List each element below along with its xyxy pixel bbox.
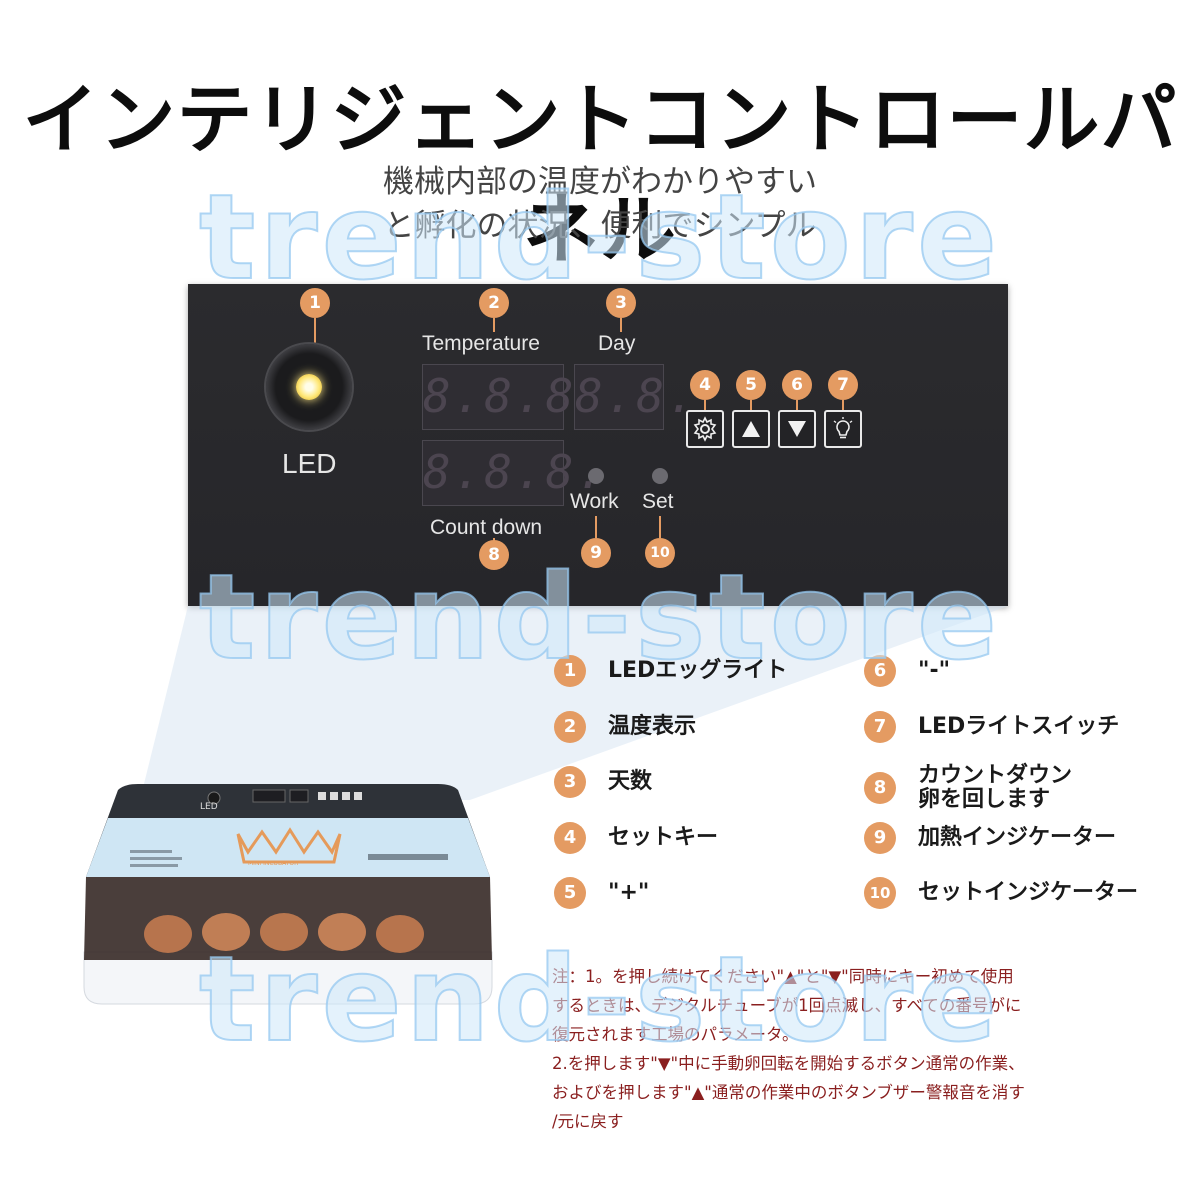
- note-line-1: 注：1。を押し続けてください"▲"と"▼"同時にキー初めて使用: [552, 967, 1014, 986]
- up-arrow-icon: [742, 421, 760, 437]
- legend-text: 温度表示: [608, 714, 697, 739]
- control-panel: 1 LED 2 Temperature 8.8.8. 3 Day 8.8. 8.…: [188, 284, 1008, 606]
- page-title: インテリジェントコントロールパネル: [22, 75, 1178, 274]
- subtitle: 機械内部の温度がわかりやすい と孵化の状況、便利でシンプル: [300, 160, 900, 248]
- plus-button[interactable]: [732, 410, 770, 448]
- badge-4-stem: [704, 400, 706, 410]
- legend-number: 9: [864, 822, 896, 854]
- badge-3-stem: [620, 318, 622, 332]
- badge-7: 7: [828, 370, 858, 400]
- note-line-4: 2.を押します"▼"中に手動卵回転を開始するボタン通常の作業、: [552, 1054, 1025, 1073]
- badge-7-stem: [842, 400, 844, 410]
- badge-6-stem: [796, 400, 798, 410]
- badge-10: 10: [645, 538, 675, 568]
- legend-number: 5: [554, 877, 586, 909]
- legend-text: "+": [608, 880, 650, 905]
- legend-text: "-": [918, 658, 951, 683]
- badge-2-stem: [493, 318, 495, 332]
- legend-number: 2: [554, 711, 586, 743]
- legend-item-7: 7 LEDライトスイッチ: [864, 711, 1119, 743]
- work-label: Work: [570, 490, 619, 513]
- gear-icon: [693, 416, 717, 442]
- incubator-photo: LED MINI INCUBATOR: [78, 782, 498, 1017]
- set-key-button[interactable]: [686, 410, 724, 448]
- subtitle-line-1: 機械内部の温度がわかりやすい: [383, 164, 817, 200]
- legend-item-6: 6 "-": [864, 655, 950, 687]
- legend-number: 10: [864, 877, 896, 909]
- led-egg-light[interactable]: [266, 344, 352, 430]
- legend-item-10: 10 セットインジケーター: [864, 877, 1138, 909]
- badge-6: 6: [782, 370, 812, 400]
- badge-8: 8: [479, 540, 509, 570]
- note-line-6: /元に戻す: [552, 1112, 624, 1131]
- legend-text-line-2: 卵を回します: [918, 787, 1051, 812]
- down-arrow-icon: [788, 421, 806, 437]
- badge-9-stem: [595, 516, 597, 538]
- legend-item-9: 9 加熱インジケーター: [864, 822, 1116, 854]
- legend-number: 8: [864, 772, 896, 804]
- badge-10-stem: [659, 516, 661, 538]
- badge-5: 5: [736, 370, 766, 400]
- light-bulb-icon: [833, 417, 853, 439]
- legend-text: セットキー: [608, 825, 719, 850]
- set-label: Set: [642, 490, 674, 513]
- badge-5-stem: [750, 400, 752, 410]
- note-line-5: およびを押します"▲"通常の作業中のボタンブザー警報音を消す: [552, 1083, 1025, 1102]
- legend-text-line-1: カウントダウン: [918, 763, 1073, 788]
- minus-button[interactable]: [778, 410, 816, 448]
- legend-item-2: 2 温度表示: [554, 711, 696, 743]
- badge-2: 2: [479, 288, 509, 318]
- legend-item-5: 5 "+": [554, 877, 649, 909]
- incubator-led-label: LED: [200, 802, 218, 812]
- badge-9: 9: [581, 538, 611, 568]
- legend-number: 7: [864, 711, 896, 743]
- legend-item-4: 4 セットキー: [554, 822, 718, 854]
- legend-text: カウントダウン 卵を回します: [918, 764, 1072, 812]
- legend-item-8: 8 カウントダウン 卵を回します: [864, 764, 1072, 812]
- incubator-illustration: [83, 784, 493, 1005]
- legend-text: 加熱インジケーター: [918, 825, 1117, 850]
- legend-text: LEDエッグライト: [608, 658, 788, 683]
- legend-number: 3: [554, 766, 586, 798]
- subtitle-line-2: と孵化の状況、便利でシンプル: [383, 208, 817, 244]
- led-bulb-icon: [296, 374, 322, 400]
- badge-3: 3: [606, 288, 636, 318]
- legend-text: 天数: [608, 769, 653, 794]
- note-line-2: するときは、デジタルチューブが1回点滅し、すべての番号がに: [552, 996, 1022, 1015]
- temperature-label: Temperature: [422, 332, 540, 355]
- badge-1-stem: [314, 318, 316, 344]
- legend-number: 6: [864, 655, 896, 687]
- day-label: Day: [598, 332, 636, 355]
- set-indicator: [652, 468, 668, 484]
- incubator-brand-label: MINI INCUBATOR: [248, 860, 299, 867]
- badge-4: 4: [690, 370, 720, 400]
- legend-text: セットインジケーター: [918, 880, 1139, 905]
- led-label: LED: [282, 448, 337, 479]
- work-indicator: [588, 468, 604, 484]
- led-light-switch-button[interactable]: [824, 410, 862, 448]
- legend-item-1: 1 LEDエッグライト: [554, 655, 787, 687]
- note-line-3: 復元されます工場のパラメータ。: [552, 1025, 799, 1044]
- legend-number: 1: [554, 655, 586, 687]
- legend-item-3: 3 天数: [554, 766, 652, 798]
- countdown-label: Count down: [430, 516, 543, 539]
- legend-text: LEDライトスイッチ: [918, 714, 1120, 739]
- usage-note: 注：1。を押し続けてください"▲"と"▼"同時にキー初めて使用 するときは、デジ…: [552, 962, 1162, 1136]
- badge-1: 1: [300, 288, 330, 318]
- legend-number: 4: [554, 822, 586, 854]
